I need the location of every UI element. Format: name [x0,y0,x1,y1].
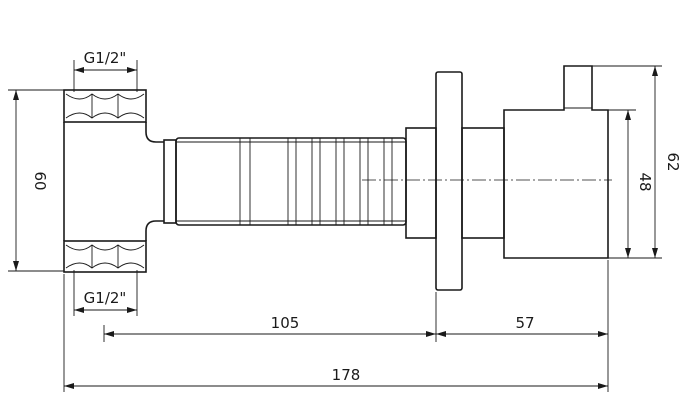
spindle [163,137,407,226]
outer-right-label: 62 [664,152,682,171]
dim-length-partial: 105 57 [103,260,609,392]
thread-top-label: G1/2" [84,49,127,67]
flange [405,71,505,291]
connector-body [63,89,164,273]
handle-head [503,65,609,259]
inner-right-label: 48 [636,172,654,191]
dim-inner-right: 48 [608,109,654,259]
length-head-label: 57 [515,314,534,332]
dim-outer-right: 62 [592,65,682,259]
dim-total-length: 178 [63,274,608,392]
length-body-label: 105 [271,314,300,332]
dim-height-left: 60 [8,89,64,272]
nut-thread-marks [65,93,145,269]
dim-thread-top: G1/2" [73,49,138,92]
total-length-label: 178 [332,366,361,384]
dim-thread-bottom: G1/2" [73,270,138,316]
spindle-grooves [287,138,393,225]
height-left-label: 60 [31,171,49,190]
thread-bottom-label: G1/2" [84,289,127,307]
